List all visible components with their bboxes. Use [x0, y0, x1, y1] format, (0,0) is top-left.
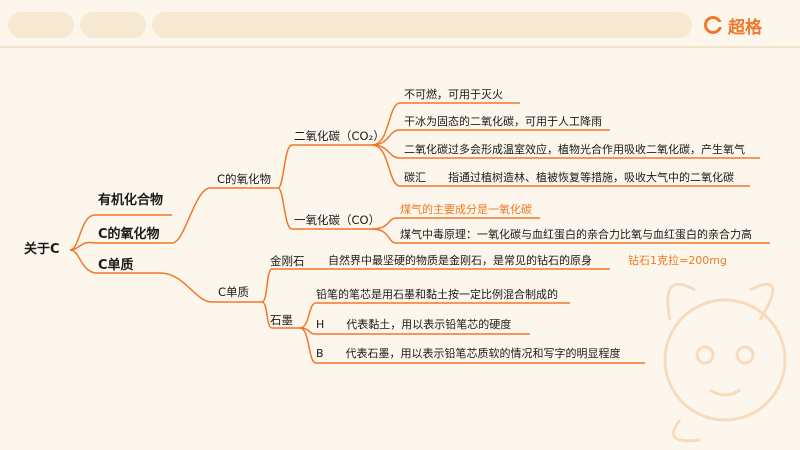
brand-logo: 超格: [704, 14, 762, 38]
co2-fact-dryice-rest: ，可用于人工降雨: [514, 115, 602, 128]
tab-placeholder-2[interactable]: [80, 12, 146, 38]
root-node: 关于C: [24, 242, 60, 257]
node-diamond: 金刚石: [270, 254, 305, 268]
diamond-note: 钻石1克拉=200mg: [628, 254, 727, 267]
brand-logo-icon: [704, 16, 722, 34]
graphite-fact-b: B 代表石墨，用以表示铅笔芯质软的情况和写字的明显程度: [316, 347, 621, 360]
header-divider: [0, 46, 800, 48]
co2-fact-dryice: 干冰为固态的二氧化碳，可用于人工降雨: [404, 115, 602, 129]
mascot-watermark-icon: [663, 282, 787, 443]
graphite-fact-pencil: 铅笔的笔芯是用石墨和黏土按一定比例混合制成的: [316, 288, 558, 301]
co-fact-poisoning: 煤气中毒原理：一氧化碳与血红蛋白的亲合力比氧与血红蛋白的亲合力高: [400, 228, 752, 241]
node-co2: 二氧化碳（CO₂）: [294, 129, 385, 143]
top-bar: 超格: [0, 0, 800, 46]
tab-placeholder-1[interactable]: [8, 12, 74, 38]
co2-fact-carbon-sink: 碳汇 指通过植树造林、植被恢复等措施，吸收大气中的二氧化碳: [404, 171, 734, 184]
tab-placeholder-3[interactable]: [152, 12, 692, 38]
node-graphite: 石墨: [270, 313, 293, 327]
co2-fact-fire: 不可燃，可用于灭火: [404, 88, 503, 101]
node-co: 一氧化碳（CO）: [294, 213, 381, 227]
topic-organic: 有机化合物: [98, 193, 164, 208]
diamond-fact: 自然界中最坚硬的物质是金刚石，是常见的钻石的原身: [328, 254, 592, 267]
co-fact-gas: 煤气的主要成分是一氧化碳: [400, 203, 532, 216]
node-oxides: C的氧化物: [217, 172, 272, 186]
co2-fact-dryice-highlight: 干冰为固态的二氧化碳: [404, 115, 514, 128]
graphite-fact-h: H 代表黏土，用以表示铅笔芯的硬度: [316, 318, 512, 331]
topic-oxides: C的氧化物: [98, 227, 160, 242]
brand-logo-text: 超格: [728, 17, 762, 38]
topic-elements: C单质: [98, 258, 134, 273]
node-elements: C单质: [218, 285, 250, 299]
co2-fact-greenhouse: 二氧化碳过多会形成温室效应，植物光合作用吸收二氧化碳，产生氧气: [404, 143, 745, 156]
